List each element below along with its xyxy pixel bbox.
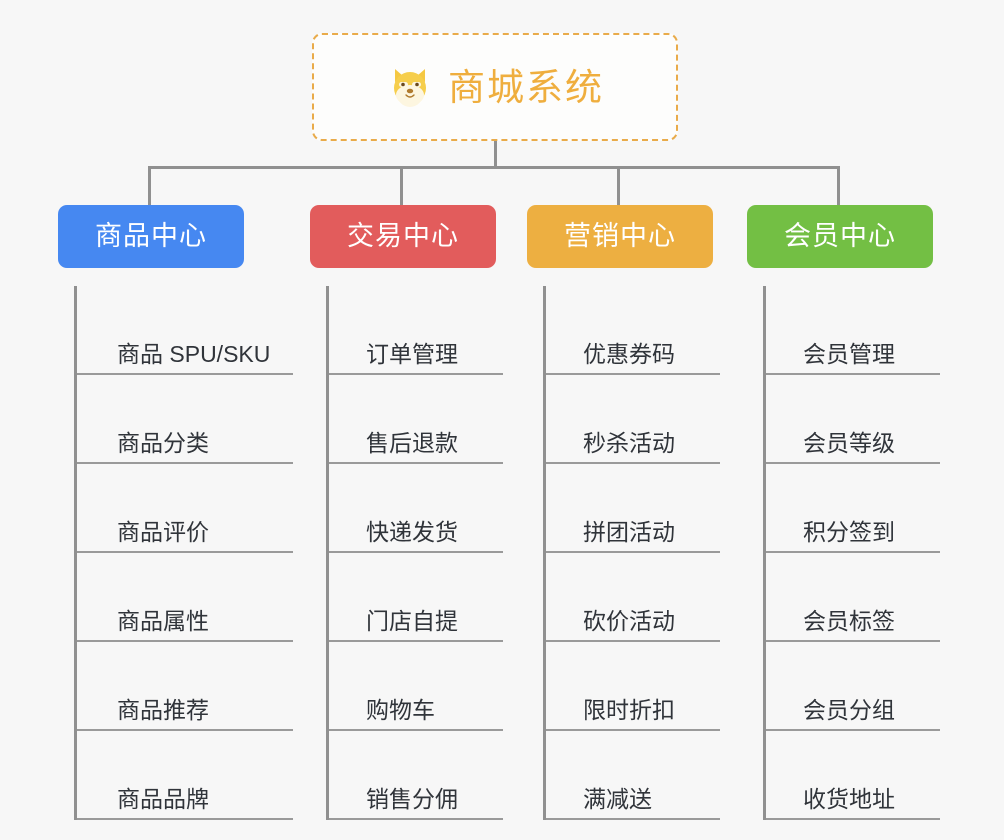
connector-drop-4 (837, 166, 840, 206)
list-item[interactable]: 限时折扣 (546, 642, 720, 731)
list-item[interactable]: 商品属性 (77, 553, 293, 642)
connector-drop-3 (617, 166, 620, 206)
list-item[interactable]: 门店自提 (329, 553, 503, 642)
branch-column-member: 会员中心 会员管理 会员等级 积分签到 会员标签 会员分组 收货地址 (747, 205, 957, 820)
list-item-label: 砍价活动 (583, 607, 675, 634)
list-item-label: 优惠券码 (583, 340, 675, 367)
branch-column-marketing: 营销中心 优惠券码 秒杀活动 拼团活动 砍价活动 限时折扣 满减送 (527, 205, 737, 820)
root-node[interactable]: 商城系统 (312, 33, 678, 141)
list-item[interactable]: 售后退款 (329, 375, 503, 464)
list-item-label: 满减送 (583, 785, 652, 812)
list-item[interactable]: 商品推荐 (77, 642, 293, 731)
branch-header-product[interactable]: 商品中心 (58, 205, 244, 268)
branch-items-product: 商品 SPU/SKU 商品分类 商品评价 商品属性 商品推荐 商品品牌 (74, 286, 293, 820)
list-item-label: 限时折扣 (583, 696, 675, 723)
list-item[interactable]: 会员等级 (766, 375, 940, 464)
list-item[interactable]: 收货地址 (766, 731, 940, 820)
list-item-label: 售后退款 (366, 429, 458, 456)
list-item[interactable]: 快递发货 (329, 464, 503, 553)
list-item-label: 门店自提 (366, 607, 458, 634)
list-item-label: 会员管理 (803, 340, 895, 367)
branch-column-trade: 交易中心 订单管理 售后退款 快递发货 门店自提 购物车 销售分佣 (310, 205, 520, 820)
connector-horizontal-bus (148, 166, 840, 169)
list-item[interactable]: 商品品牌 (77, 731, 293, 820)
list-item-label: 会员等级 (803, 429, 895, 456)
list-item-label: 商品属性 (117, 607, 209, 634)
list-item[interactable]: 商品 SPU/SKU (77, 286, 293, 375)
list-item[interactable]: 秒杀活动 (546, 375, 720, 464)
list-item-label: 快递发货 (366, 518, 458, 545)
branch-items-member: 会员管理 会员等级 积分签到 会员标签 会员分组 收货地址 (763, 286, 940, 820)
list-item-label: 购物车 (366, 696, 435, 723)
list-item-label: 商品 SPU/SKU (117, 340, 271, 367)
list-item[interactable]: 满减送 (546, 731, 720, 820)
list-item[interactable]: 会员分组 (766, 642, 940, 731)
list-item[interactable]: 购物车 (329, 642, 503, 731)
connector-drop-1 (148, 166, 151, 206)
list-item-label: 收货地址 (803, 785, 895, 812)
list-item[interactable]: 销售分佣 (329, 731, 503, 820)
branch-items-trade: 订单管理 售后退款 快递发货 门店自提 购物车 销售分佣 (326, 286, 503, 820)
list-item-label: 秒杀活动 (583, 429, 675, 456)
list-item-label: 商品品牌 (117, 785, 209, 812)
list-item[interactable]: 拼团活动 (546, 464, 720, 553)
list-item-label: 积分签到 (803, 518, 895, 545)
list-item[interactable]: 砍价活动 (546, 553, 720, 642)
list-item-label: 拼团活动 (583, 518, 675, 545)
list-item-label: 商品评价 (117, 518, 209, 545)
connector-root-stem (494, 141, 497, 168)
list-item-label: 订单管理 (366, 340, 458, 367)
list-item[interactable]: 商品评价 (77, 464, 293, 553)
branch-column-product: 商品中心 商品 SPU/SKU 商品分类 商品评价 商品属性 商品推荐 商品品牌 (58, 205, 293, 820)
list-item-label: 会员标签 (803, 607, 895, 634)
branch-header-trade[interactable]: 交易中心 (310, 205, 496, 268)
list-item-label: 商品推荐 (117, 696, 209, 723)
list-item[interactable]: 订单管理 (329, 286, 503, 375)
connector-drop-2 (400, 166, 403, 206)
list-item-label: 会员分组 (803, 696, 895, 723)
branch-header-marketing[interactable]: 营销中心 (527, 205, 713, 268)
list-item-label: 商品分类 (117, 429, 209, 456)
list-item[interactable]: 会员管理 (766, 286, 940, 375)
list-item[interactable]: 商品分类 (77, 375, 293, 464)
list-item[interactable]: 优惠券码 (546, 286, 720, 375)
root-title: 商城系统 (448, 66, 604, 108)
list-item[interactable]: 积分签到 (766, 464, 940, 553)
shiba-dog-icon (386, 63, 434, 111)
branch-header-member[interactable]: 会员中心 (747, 205, 933, 268)
branch-items-marketing: 优惠券码 秒杀活动 拼团活动 砍价活动 限时折扣 满减送 (543, 286, 720, 820)
list-item[interactable]: 会员标签 (766, 553, 940, 642)
list-item-label: 销售分佣 (366, 785, 458, 812)
